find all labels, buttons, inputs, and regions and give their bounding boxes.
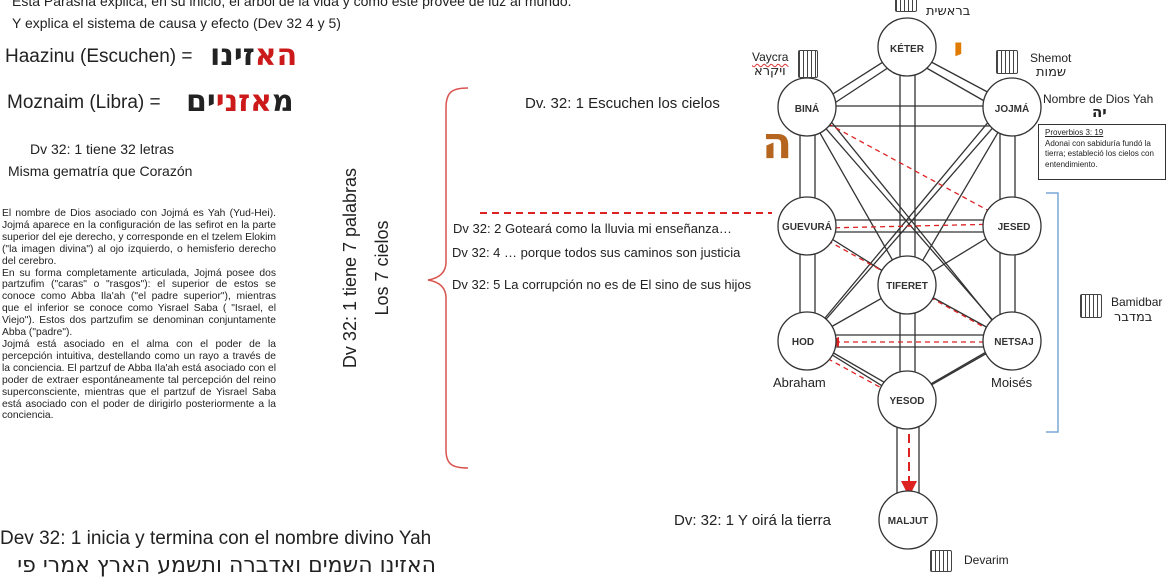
hod-label: HOD bbox=[792, 337, 814, 348]
scroll-icon bbox=[895, 0, 917, 12]
abraham-label: Abraham bbox=[773, 375, 826, 390]
god-name-label: Nombre de Dios Yah bbox=[1043, 92, 1154, 106]
verse-2: Dv 32: 2 Goteará como la lluvia mi enseñ… bbox=[453, 221, 732, 236]
netsaj-label: NETSAJ bbox=[994, 337, 1033, 348]
proverbios-box: Proverbios 3: 19 Adonai con sabiduría fu… bbox=[1038, 124, 1166, 180]
bina-label: BINÁ bbox=[795, 102, 819, 115]
tiferet-label: TIFERET bbox=[886, 281, 928, 292]
intro-line-2: Y explica el sistema de causa y efecto (… bbox=[12, 15, 341, 31]
jojma-paragraph: El nombre de Dios asociado con Jojmá es … bbox=[2, 208, 276, 422]
earth-verse: Dv: 32: 1 Y oirá la tierra bbox=[674, 512, 832, 529]
moznaim-label: Moznaim (Libra) = bbox=[7, 92, 161, 113]
scroll-icon bbox=[798, 50, 818, 78]
jesed-label: JESED bbox=[998, 222, 1031, 233]
paragraph-1: El nombre de Dios asociado con Jojmá es … bbox=[2, 208, 276, 267]
haazinu-label: Haazinu (Escuchen) = bbox=[5, 46, 193, 67]
yesod-label: YESOD bbox=[889, 396, 924, 407]
bottom-yah-line: Dev 32: 1 inicia y termina con el nombre… bbox=[0, 528, 432, 549]
maljut-circle bbox=[878, 490, 938, 550]
verse-5: Dv 32: 5 La corrupción no es de El sino … bbox=[452, 277, 752, 292]
proverbios-text: Adonai con sabiduría fundó la tierra; es… bbox=[1045, 138, 1154, 169]
sefirot-circles bbox=[777, 17, 1042, 550]
intro-line-1: Esta Parashá explica, en su inicio, el á… bbox=[12, 0, 572, 9]
paragraph-3: Jojmá está asociado en el alma con el po… bbox=[2, 338, 276, 422]
jesed-circle bbox=[982, 196, 1042, 256]
scroll-icon bbox=[930, 550, 952, 572]
scroll-icon bbox=[1080, 294, 1102, 318]
heavens-verse: Dv. 32: 1 Escuchen los cielos bbox=[525, 95, 720, 112]
blue-bracket bbox=[1046, 192, 1059, 433]
hod-circle bbox=[777, 311, 837, 371]
bina-circle bbox=[777, 77, 837, 137]
yud-letter: י bbox=[953, 30, 964, 71]
scroll-icon bbox=[996, 50, 1018, 74]
verse-4: Dv 32: 4 … porque todos sus caminos son … bbox=[452, 245, 741, 260]
jojma-label: JOJMÁ bbox=[995, 102, 1029, 115]
red-dashed-line bbox=[480, 212, 772, 214]
tree-of-life-diagram: KÉTER BINÁ JOJMÁ GUEVURÁ JESED TIFERET H… bbox=[777, 17, 1042, 550]
seven-heavens-text: Los 7 cielos bbox=[372, 220, 392, 316]
bottom-hebrew-verse: האזינו השמים ואדברה ותשמע הארץ אמרי פי bbox=[17, 553, 436, 578]
proverbios-title: Proverbios 3: 19 bbox=[1045, 128, 1104, 137]
hei-letter: ה bbox=[762, 118, 793, 169]
red-arrows bbox=[811, 114, 1004, 397]
seven-words-text: Dv 32: 1 tiene 7 palabras bbox=[340, 167, 360, 369]
moises-label: Moisés bbox=[991, 375, 1033, 390]
paragraph-2: En su forma completamente articulada, Jo… bbox=[2, 267, 276, 339]
guevura-label: GUEVURÁ bbox=[782, 220, 832, 233]
keter-circle bbox=[877, 17, 937, 77]
moznaim-hebrew: מאזניים bbox=[186, 84, 294, 119]
gematria-text: Misma gematría que Corazón bbox=[8, 163, 193, 179]
red-brace bbox=[427, 87, 469, 469]
yesod-circle bbox=[877, 370, 937, 430]
god-name-hebrew: יה bbox=[1092, 103, 1107, 121]
netsaj-circle bbox=[982, 311, 1042, 371]
guevura-circle bbox=[777, 196, 837, 256]
keter-label: KÉTER bbox=[890, 42, 925, 55]
letters-count-text: Dv 32: 1 tiene 32 letras bbox=[30, 141, 174, 157]
maljut-label: MALJUT bbox=[888, 516, 929, 527]
jojma-circle bbox=[982, 77, 1042, 137]
haazinu-hebrew: האזינו bbox=[210, 38, 298, 73]
tiferet-circle bbox=[877, 255, 937, 315]
